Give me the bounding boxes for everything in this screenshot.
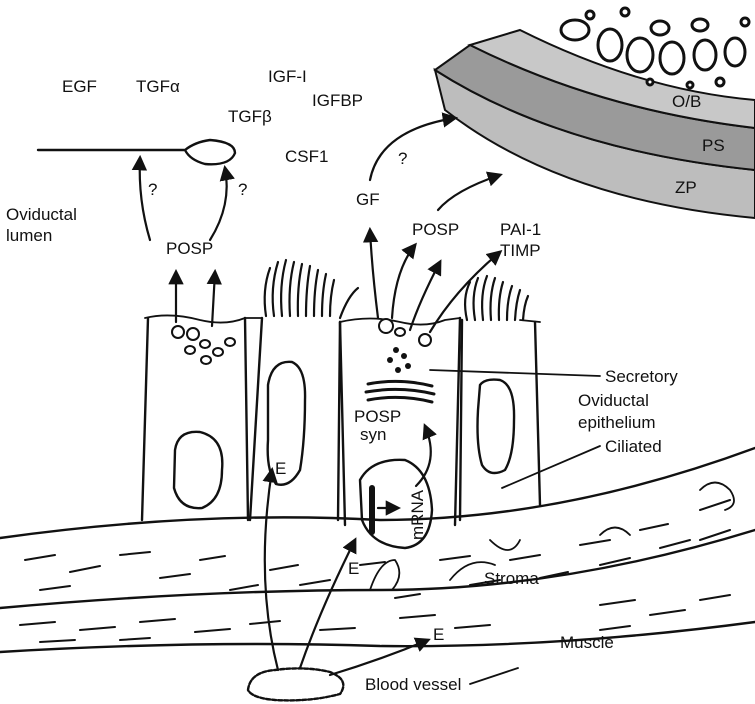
muscle-fibers — [20, 595, 730, 642]
label-stroma: Stroma — [484, 569, 539, 588]
label-zp: ZP — [675, 178, 697, 197]
embryo-illustration: O/B PS ZP — [435, 8, 755, 218]
label-posp-syn-1: POSP — [354, 407, 401, 426]
nucleus-ciliated-right — [478, 380, 515, 473]
nucleus-ciliated-middle — [268, 362, 305, 485]
label-e-cell: E — [275, 459, 286, 478]
label-question-left-2: ? — [238, 180, 247, 199]
label-muscle: Muscle — [560, 633, 614, 652]
arrow-vesicle-down — [410, 262, 440, 330]
leader-ciliated — [502, 446, 600, 488]
arrow-vesicle-gf — [370, 230, 378, 318]
vesicles-left — [172, 272, 235, 364]
label-blood-vessel: Blood vessel — [365, 675, 461, 694]
arrow-vesicle-left-2 — [212, 272, 215, 326]
label-posp-mid: POSP — [412, 220, 459, 239]
label-ciliated: Ciliated — [605, 437, 662, 456]
label-epithelium-2: epithelium — [578, 413, 656, 432]
muscle: Muscle — [0, 595, 755, 652]
label-gf: GF — [356, 190, 380, 209]
arrow-vesicle-posp — [392, 245, 415, 318]
label-posp-syn-2: syn — [360, 425, 386, 444]
label-ob: O/B — [672, 92, 701, 111]
cell-ciliated-middle — [250, 318, 340, 520]
arrow-posp-to-line — [140, 158, 150, 240]
label-igfbp: IGFBP — [312, 91, 363, 110]
label-secretory: Secretory — [605, 367, 678, 386]
label-oviductal-lumen-1: Oviductal — [6, 205, 77, 224]
label-posp-left: POSP — [166, 239, 213, 258]
golgi — [366, 381, 434, 402]
basement-membrane — [0, 448, 755, 538]
stroma-lower-boundary — [0, 530, 755, 608]
arrow-gf-to-embryo — [370, 118, 455, 180]
label-question-mid: ? — [398, 149, 407, 168]
vesicles-middle — [370, 230, 500, 373]
arrow-vessel-to-nucleus — [300, 540, 355, 668]
label-epithelium-1: Oviductal — [578, 391, 649, 410]
label-tgfa: TGFα — [136, 77, 180, 96]
label-tgfb: TGFβ — [228, 107, 272, 126]
label-ps: PS — [702, 136, 725, 155]
epithelium: POSP syn mRNA E E — [142, 230, 540, 578]
arrow-posp-to-loop — [210, 168, 227, 240]
label-timp: TIMP — [500, 241, 541, 260]
leader-secretory — [430, 370, 600, 376]
apical-surface — [145, 315, 540, 324]
cell-ciliated-right — [460, 320, 540, 520]
label-csf1: CSF1 — [285, 147, 328, 166]
nucleus-left — [174, 432, 222, 508]
lumen-line — [38, 140, 235, 164]
label-oviductal-lumen-2: lumen — [6, 226, 52, 245]
leader-blood-vessel — [470, 668, 518, 684]
label-igf1: IGF-I — [268, 67, 307, 86]
stroma: Stroma — [0, 448, 755, 608]
arrow-vesicle-pai — [430, 252, 500, 332]
label-egf: EGF — [62, 77, 97, 96]
label-pai1: PAI-1 — [500, 220, 541, 239]
label-e-nucleus: E — [348, 559, 359, 578]
arrow-mrna-to-syn — [416, 426, 431, 486]
arrow-posp-to-embryo — [438, 175, 500, 210]
vessel-outline — [248, 668, 343, 700]
label-question-left-1: ? — [148, 180, 157, 199]
label-e-vessel: E — [433, 625, 444, 644]
label-mrna: mRNA — [408, 489, 427, 540]
